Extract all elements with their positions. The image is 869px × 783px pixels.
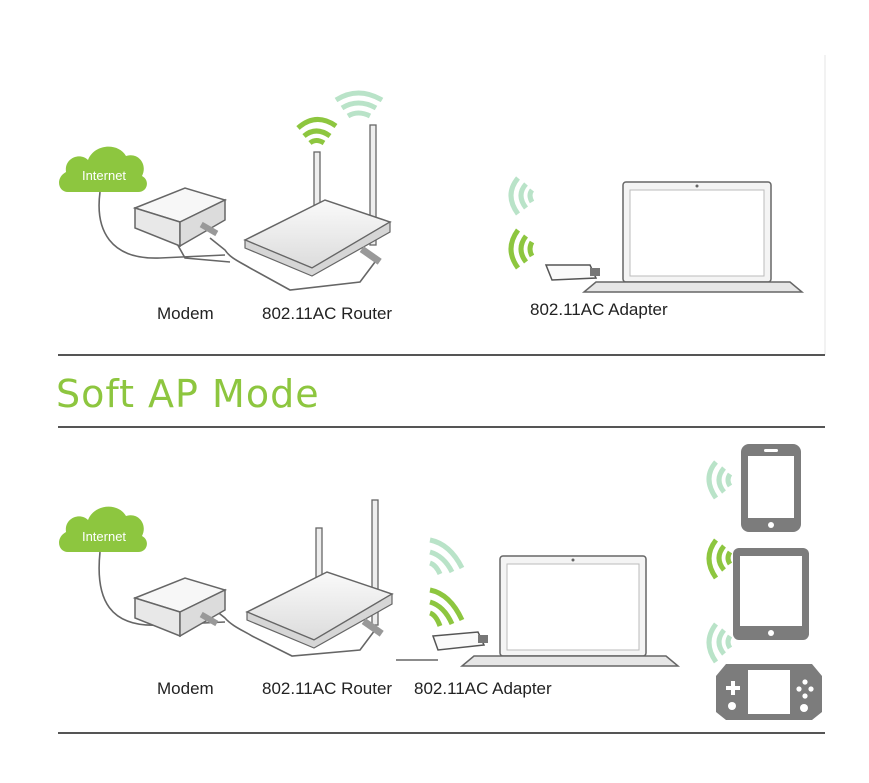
- adapter-wifi-signal-icon: [508, 176, 535, 270]
- modem-label: Modem: [157, 304, 214, 323]
- router-icon: [245, 499, 394, 649]
- usb-adapter-icon: [431, 631, 488, 651]
- tablet-icon: [733, 548, 809, 640]
- modem-icon: [132, 187, 228, 248]
- router-icon: [243, 124, 392, 277]
- modem-icon: [132, 577, 228, 638]
- game-console-icon: [716, 664, 822, 720]
- laptop-icon: [459, 555, 681, 667]
- adapter-label: 802.11AC Adapter: [530, 300, 668, 319]
- device-wifi-signal-icon: [706, 460, 733, 664]
- internet-label: Internet: [82, 168, 126, 183]
- adapter-wifi-signal-icon: [429, 537, 465, 627]
- phone-icon: [741, 444, 801, 532]
- internet-cloud-icon: Internet: [59, 506, 147, 552]
- laptop-icon: [581, 181, 805, 293]
- internet-label: Internet: [82, 529, 126, 544]
- router-wifi-signal-icon: [296, 90, 384, 146]
- router-label: 802.11AC Router: [262, 304, 393, 323]
- adapter-label: 802.11AC Adapter: [414, 679, 552, 698]
- router-label: 802.11AC Router: [262, 679, 393, 698]
- mode-title: Soft AP Mode: [56, 372, 320, 416]
- internet-cloud-icon: Internet: [59, 146, 147, 192]
- usb-adapter-icon: [544, 264, 600, 281]
- modem-label: Modem: [157, 679, 214, 698]
- bottom-panel: Internet: [58, 426, 825, 734]
- top-panel: Internet: [58, 55, 826, 356]
